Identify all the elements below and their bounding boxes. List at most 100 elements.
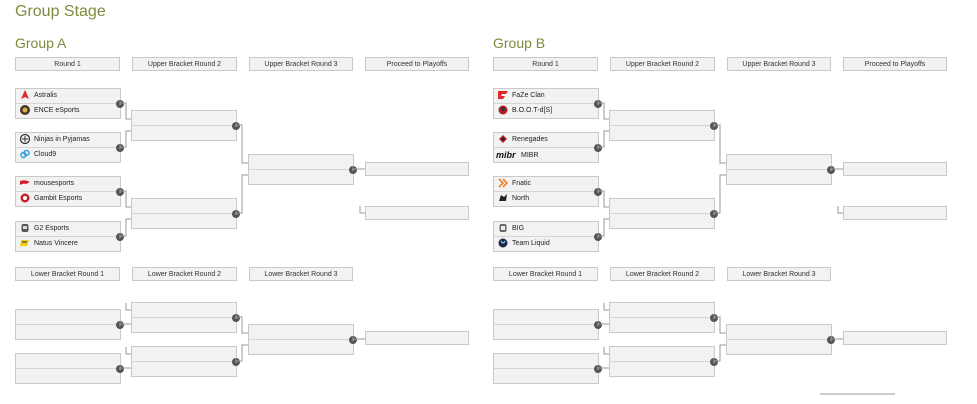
group-b-lower-r1-match-2[interactable]: i xyxy=(493,353,602,384)
group-b-lower-r1-match-1[interactable]: i xyxy=(493,309,602,340)
faze-icon xyxy=(498,90,508,100)
team-name: North xyxy=(512,195,530,202)
group-a-lower-r2-match-1[interactable]: i xyxy=(131,302,240,333)
team-row[interactable]: Renegades xyxy=(498,133,548,147)
group-a-lower-r1-match-1[interactable]: i xyxy=(15,309,124,340)
team-row[interactable]: Team Liquid xyxy=(498,237,550,251)
group-b-lower-r2-match-2[interactable]: i xyxy=(609,346,718,377)
match-info-icon[interactable]: i xyxy=(827,166,835,174)
match-info-icon[interactable]: i xyxy=(594,321,602,329)
group-b-header-upper-r2: Upper Bracket Round 2 xyxy=(610,57,715,71)
north-icon xyxy=(498,193,508,203)
group-b-match-1[interactable]: FaZe Clan B.O.O.T-d[S] i xyxy=(493,88,602,119)
group-a-header-round1: Round 1 xyxy=(15,57,120,71)
team-row[interactable]: Cloud9 xyxy=(20,148,56,162)
group-b-lower-r2-match-1[interactable]: i xyxy=(609,302,718,333)
mousesports-icon xyxy=(20,178,30,188)
group-b-header-round1: Round 1 xyxy=(493,57,598,71)
group-b-playoff-slot-3 xyxy=(843,331,947,345)
match-info-icon[interactable]: i xyxy=(710,210,718,218)
match-info-icon[interactable]: i xyxy=(349,336,357,344)
team-row[interactable]: Fnatic xyxy=(498,177,531,191)
team-row[interactable]: B.O.O.T-d[S] xyxy=(498,104,552,118)
match-info-icon[interactable]: i xyxy=(594,188,602,196)
group-a-header-lower-r3: Lower Bracket Round 3 xyxy=(249,267,353,281)
match-info-icon[interactable]: i xyxy=(232,358,240,366)
team-name: Gambit Esports xyxy=(34,195,83,202)
match-info-icon[interactable]: i xyxy=(710,122,718,130)
match-info-icon[interactable]: i xyxy=(116,233,124,241)
team-row[interactable]: FaZe Clan xyxy=(498,89,545,103)
big-icon xyxy=(498,223,508,233)
team-row[interactable]: G2 Esports xyxy=(20,222,69,236)
team-name: FaZe Clan xyxy=(512,92,545,99)
match-info-icon[interactable]: i xyxy=(594,365,602,373)
group-a-lower-r1-match-2[interactable]: i xyxy=(15,353,124,384)
group-a-lower-r3-match[interactable]: i xyxy=(248,324,357,355)
group-a-header-lower-r2: Lower Bracket Round 2 xyxy=(132,267,237,281)
group-a-upper-r2-match-2[interactable]: i xyxy=(131,198,240,229)
group-a-lower-r2-match-2[interactable]: i xyxy=(131,346,240,377)
group-a-header-upper-r3: Upper Bracket Round 3 xyxy=(249,57,353,71)
group-a-match-4[interactable]: G2 Esports Natus Vincere i xyxy=(15,221,124,252)
renegades-icon xyxy=(498,134,508,144)
group-b-match-4[interactable]: BIG Team Liquid i xyxy=(493,221,602,252)
group-a-match-1[interactable]: Astralis ENCE eSports i xyxy=(15,88,124,119)
match-info-icon[interactable]: i xyxy=(594,144,602,152)
group-a-playoff-slot-1 xyxy=(365,162,469,176)
match-info-icon[interactable]: i xyxy=(232,314,240,322)
team-row[interactable]: mousesports xyxy=(20,177,74,191)
group-b-upper-r3-match[interactable]: i xyxy=(726,154,835,185)
boot-icon xyxy=(498,105,508,115)
match-info-icon[interactable]: i xyxy=(116,321,124,329)
team-row[interactable]: Gambit Esports xyxy=(20,192,82,206)
team-row[interactable]: Natus Vincere xyxy=(20,237,78,251)
team-name: Renegades xyxy=(512,136,548,143)
team-name: Team Liquid xyxy=(512,240,550,247)
team-name: Natus Vincere xyxy=(34,240,78,247)
match-info-icon[interactable]: i xyxy=(232,122,240,130)
team-row[interactable]: ENCE eSports xyxy=(20,104,80,118)
match-info-icon[interactable]: i xyxy=(349,166,357,174)
team-name: Fnatic xyxy=(512,180,532,187)
group-b-title: Group B xyxy=(493,35,546,51)
match-info-icon[interactable]: i xyxy=(710,314,718,322)
group-b-lower-r3-match[interactable]: i xyxy=(726,324,835,355)
group-b-match-3[interactable]: Fnatic North i xyxy=(493,176,602,207)
match-info-icon[interactable]: i xyxy=(116,188,124,196)
ence-icon xyxy=(20,105,30,116)
group-b-upper-r2-match-2[interactable]: i xyxy=(609,198,718,229)
team-row[interactable]: Ninjas in Pyjamas xyxy=(20,133,90,147)
match-info-icon[interactable]: i xyxy=(710,358,718,366)
team-name: Cloud9 xyxy=(34,151,57,158)
group-a-header-lower-r1: Lower Bracket Round 1 xyxy=(15,267,120,281)
group-a-upper-r2-match-1[interactable]: i xyxy=(131,110,240,141)
gambit-icon xyxy=(20,193,30,203)
group-b-upper-r2-match-1[interactable]: i xyxy=(609,110,718,141)
match-info-icon[interactable]: i xyxy=(116,100,124,108)
match-info-icon[interactable]: i xyxy=(232,210,240,218)
team-row[interactable]: Astralis xyxy=(20,89,57,103)
match-info-icon[interactable]: i xyxy=(116,365,124,373)
group-b-header-lower-r3: Lower Bracket Round 3 xyxy=(727,267,831,281)
match-info-icon[interactable]: i xyxy=(116,144,124,152)
group-a-title: Group A xyxy=(15,35,67,51)
group-a-upper-r3-match[interactable]: i xyxy=(248,154,357,185)
team-name: mousesports xyxy=(34,180,75,187)
group-b-header-upper-r3: Upper Bracket Round 3 xyxy=(727,57,831,71)
team-row[interactable]: BIG xyxy=(498,222,524,236)
group-a-match-2[interactable]: Ninjas in Pyjamas Cloud9 i xyxy=(15,132,124,163)
team-name: ENCE eSports xyxy=(34,107,80,114)
team-row[interactable]: North xyxy=(498,192,529,206)
group-a-match-3[interactable]: mousesports Gambit Esports i xyxy=(15,176,124,207)
team-name: BIG xyxy=(512,225,525,232)
match-info-icon[interactable]: i xyxy=(594,100,602,108)
match-info-icon[interactable]: i xyxy=(594,233,602,241)
group-a-playoff-slot-3 xyxy=(365,331,469,345)
liquid-icon xyxy=(498,238,508,248)
match-info-icon[interactable]: i xyxy=(827,336,835,344)
cloud9-icon xyxy=(20,149,30,159)
team-name: B.O.O.T-d[S] xyxy=(512,107,553,114)
